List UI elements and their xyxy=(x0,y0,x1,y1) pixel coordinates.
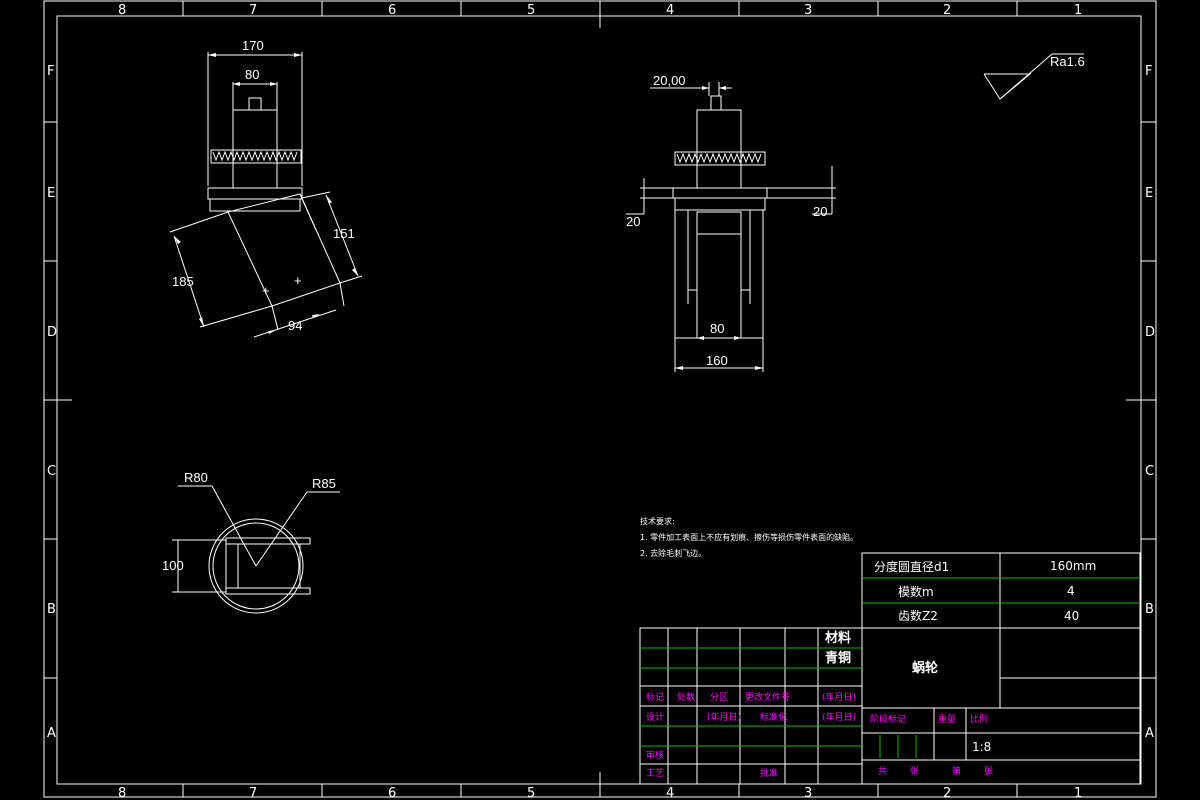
sheets-zhang-1: 张 xyxy=(910,766,919,777)
zone-row-right-E: E xyxy=(1145,186,1153,201)
param-value-m: 4 xyxy=(1067,584,1075,598)
roughness-value: Ra1.6 xyxy=(1050,54,1085,69)
zone-row-left-B: B xyxy=(47,602,56,617)
zone-col-bottom-8: 8 xyxy=(118,786,126,800)
view-bottom: R80 R85 100 xyxy=(162,470,340,614)
material-label: 材料 xyxy=(825,630,851,646)
dim-20-left: 20 xyxy=(626,214,640,229)
view-right: 20,00 20 20 80 160 xyxy=(626,73,836,372)
zone-row-right-A: A xyxy=(1145,726,1154,741)
header-weight: 重量 xyxy=(938,713,956,725)
header-date-2: (年月日) xyxy=(707,711,741,723)
sheets-total: 共 xyxy=(878,766,887,777)
dim-80-left: 80 xyxy=(245,67,259,82)
zone-row-left-C: C xyxy=(47,464,56,479)
material-value: 青铜 xyxy=(825,650,851,666)
dim-20-00: 20,00 xyxy=(653,73,686,88)
param-label-m: 模数m xyxy=(898,584,934,599)
header-review: 审核 xyxy=(646,749,664,761)
param-label-z2: 齿数Z2 xyxy=(898,608,938,623)
technical-notes: 技术要求: 1. 零件加工表面上不应有划痕、擦伤等损伤零件表面的缺陷。 2. 去… xyxy=(640,516,858,558)
zone-col-top-7: 7 xyxy=(249,3,257,18)
zone-col-bottom-5: 5 xyxy=(527,786,535,800)
tech-notes-title: 技术要求: xyxy=(640,516,675,526)
header-approve: 批准 xyxy=(760,767,778,779)
zone-col-top-2: 2 xyxy=(943,3,951,18)
zone-row-left-A: A xyxy=(47,726,56,741)
zone-col-bottom-3: 3 xyxy=(804,786,812,800)
title-block: 材料 青铜 蜗轮 标记 处数 分区 更改文件号 (年月日) 设计 (年月日) 标… xyxy=(639,627,1141,785)
sheet-border xyxy=(43,0,1157,798)
header-zone: 分区 xyxy=(710,692,728,703)
zone-col-top-4: 4 xyxy=(666,3,674,18)
view-left: 170 80 185 151 xyxy=(169,38,363,338)
dim-185: 185 xyxy=(172,274,194,289)
header-date-3: (年月日) xyxy=(822,711,856,723)
zone-row-right-C: C xyxy=(1145,464,1154,479)
zone-row-left-D: D xyxy=(47,325,57,340)
gear-parameters-table: 分度圆直径d1 160mm 模数m 4 齿数Z2 40 xyxy=(861,552,1141,629)
header-process: 工艺 xyxy=(646,768,664,779)
roughness-symbol: Ra1.6 xyxy=(983,53,1085,100)
zone-col-top-5: 5 xyxy=(527,3,535,18)
svg-text:+: + xyxy=(294,273,302,288)
header-std: 标准化 xyxy=(760,711,787,723)
zone-col-bottom-6: 6 xyxy=(388,786,396,800)
dim-94: 94 xyxy=(288,318,302,333)
zone-row-right-B: B xyxy=(1145,602,1154,617)
header-stage: 阶段标记 xyxy=(870,713,906,725)
scale-value: 1:8 xyxy=(972,740,991,754)
header-count: 处数 xyxy=(677,691,695,703)
zone-row-left-F: F xyxy=(47,64,54,79)
dim-20-right: 20 xyxy=(813,204,827,219)
zone-col-top-6: 6 xyxy=(388,3,396,18)
zone-col-bottom-4: 4 xyxy=(666,786,674,800)
zone-row-left-E: E xyxy=(47,186,55,201)
dim-100: 100 xyxy=(162,558,184,573)
header-date-1: (年月日) xyxy=(822,691,856,703)
svg-text:+: + xyxy=(262,283,270,298)
tech-notes-line-1: 1. 零件加工表面上不应有划痕、擦伤等损伤零件表面的缺陷。 xyxy=(640,532,858,542)
zone-col-bottom-1: 1 xyxy=(1074,786,1082,800)
part-name: 蜗轮 xyxy=(912,660,938,676)
zone-labels: 8 7 6 5 4 3 2 1 8 7 6 5 4 3 2 1 F E D C … xyxy=(47,3,1155,800)
zone-col-top-1: 1 xyxy=(1074,3,1082,18)
header-docno: 更改文件号 xyxy=(745,691,790,703)
sheets-di: 第 xyxy=(952,765,961,777)
sheets-zhang-2: 张 xyxy=(984,766,993,777)
dim-151: 151 xyxy=(333,226,355,241)
tech-notes-line-2: 2. 去除毛刺飞边。 xyxy=(640,548,706,558)
dim-r85: R85 xyxy=(312,476,336,491)
zone-col-bottom-2: 2 xyxy=(943,786,951,800)
dim-80-right: 80 xyxy=(710,321,724,336)
zone-col-top-3: 3 xyxy=(804,3,812,18)
param-value-z2: 40 xyxy=(1064,609,1079,623)
param-value-d1: 160mm xyxy=(1050,559,1096,573)
zone-col-bottom-7: 7 xyxy=(249,786,257,800)
header-ratio: 比例 xyxy=(970,713,988,725)
header-mark: 标记 xyxy=(646,691,664,703)
dim-160: 160 xyxy=(706,353,728,368)
zone-col-top-8: 8 xyxy=(118,3,126,18)
header-design: 设计 xyxy=(646,711,664,723)
zone-row-right-F: F xyxy=(1145,64,1152,79)
dim-r80: R80 xyxy=(184,470,208,485)
zone-row-right-D: D xyxy=(1145,325,1155,340)
param-label-d1: 分度圆直径d1 xyxy=(874,559,949,574)
dim-170: 170 xyxy=(242,38,264,53)
